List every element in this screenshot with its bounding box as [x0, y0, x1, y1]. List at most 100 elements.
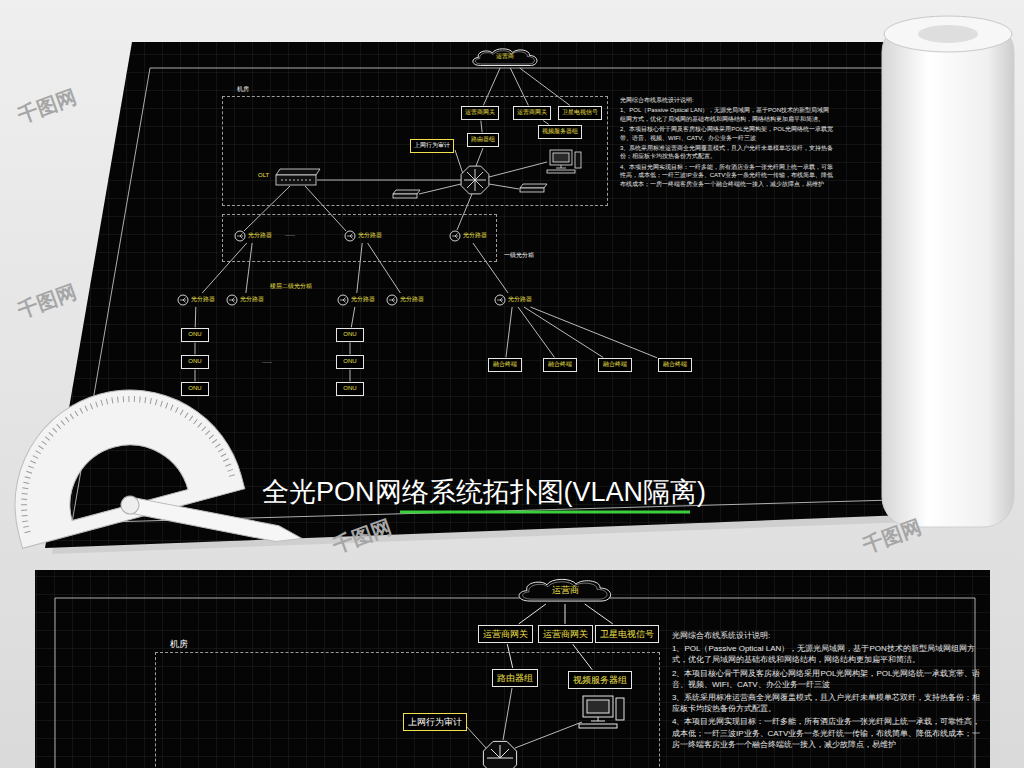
label-holder: 光网综合布线系统设计说明:: [620, 96, 835, 104]
label-holder: 4、本项目光网实现目标：一纤多能，所有酒店业务一张光纤网上统一承载，可靠性高，成…: [672, 716, 984, 750]
node-text: ONU: [341, 331, 359, 338]
design-note: 1、POL（Passive Optical LAN），无源光局域网，基于PON技…: [620, 106, 835, 123]
node-text: 视频服务器组: [573, 675, 627, 685]
cloud-shape: [473, 49, 537, 66]
signal-box: 卫星电视信号: [558, 106, 602, 119]
splitter-mark: [229, 298, 235, 303]
network-cloud: 运营商: [470, 47, 540, 67]
wire: [489, 184, 519, 189]
connector-line: [519, 604, 546, 624]
node-text: 光分路器: [358, 232, 382, 239]
label-holder: 3、系统采用标准运营商全光网覆盖模式，且入户光纤未单模单芯双纤，支持热备份；相应…: [672, 692, 984, 714]
splitter-circle: [227, 295, 237, 305]
design-note: 3、系统采用标准运营商全光网覆盖模式，且入户光纤未单模单芯双纤，支持热备份；相应…: [620, 144, 835, 161]
connector-line: [483, 68, 500, 105]
watermark: 千图网: [860, 514, 925, 557]
ellipsis-mark: ......: [262, 358, 272, 365]
paper-roll: [882, 22, 1014, 527]
splitter-circle: [345, 231, 355, 241]
node-text: 运营商网关: [517, 109, 547, 116]
connector-line: [195, 370, 196, 382]
terminal-box: 融合终端: [658, 358, 692, 371]
splitter-mark: [497, 298, 503, 303]
connector-line: [510, 68, 528, 105]
monitor-screen: [550, 150, 572, 165]
core-switch: [483, 741, 516, 768]
monitor-glass: [553, 153, 569, 162]
group-label: 楼层二级光分箱: [270, 283, 312, 290]
router-box: 路由器组: [467, 133, 499, 146]
wire: [455, 150, 463, 174]
connector-line: [481, 121, 482, 133]
gateway-box: 运营商网关: [478, 625, 533, 643]
connector-line: [507, 644, 512, 668]
label-holder: OLT: [258, 172, 269, 179]
node-text: 运营商: [496, 53, 514, 60]
label-holder: ......: [285, 231, 295, 238]
olt-switch-top: [276, 169, 320, 175]
olt-switch: [276, 169, 320, 185]
cloud-shape: [519, 579, 611, 601]
audit-box: 上网行为审计: [410, 139, 454, 152]
watermark: 千图网: [15, 279, 80, 322]
device-top: [520, 184, 547, 188]
wire: [305, 186, 346, 231]
monitor-screen: [583, 696, 613, 717]
connector-line: [195, 343, 196, 355]
region-heading: 机房: [170, 639, 188, 649]
connector-line: [202, 243, 247, 293]
roll-end: [884, 16, 1012, 52]
network-cloud: 运营商: [515, 577, 615, 603]
connector-line: [350, 343, 351, 355]
cloud-shape: [523, 582, 607, 599]
terminal-box: 融合终端: [598, 358, 632, 371]
monitor-stand: [556, 165, 566, 168]
room-region: 路由器组视频服务器组上网行为审计机房: [155, 652, 660, 768]
gateway-box: 运营商网关: [513, 106, 551, 119]
onu-box: ONU: [336, 382, 364, 395]
node-text: ONU: [186, 331, 204, 338]
node-text: ONU: [186, 385, 204, 392]
splitter-cabinet: 光分路器光分路器光分路器一级光分箱: [222, 214, 497, 262]
pc-tower: [575, 152, 581, 168]
splitter-node: 光分路器: [386, 294, 424, 306]
wire: [317, 180, 461, 181]
splitter-mark: [180, 298, 186, 303]
onu-box: ONU: [181, 355, 209, 368]
design-note: 3、系统采用标准运营商全光网覆盖模式，且入户光纤未单模单芯双纤，支持热备份；相应…: [672, 692, 984, 714]
server-box: 视频服务器组: [568, 671, 632, 689]
splitter-node: 光分路器: [494, 294, 532, 306]
label-holder: ......: [262, 358, 272, 365]
label-holder: 2、本项目核心骨干网及客房核心网络采用POL光网构架，POL光网络统一承载宽带、…: [620, 125, 835, 142]
splitter-circle: [495, 295, 505, 305]
signal-box: 卫星电视信号: [595, 625, 659, 643]
splitter-symbol: [226, 294, 238, 306]
splitter-node: 光分路器: [344, 230, 382, 242]
node-text: ONU: [341, 385, 359, 392]
connector-line: [565, 604, 566, 624]
node-text: 光分路器: [240, 296, 264, 303]
splitter-node: 光分路器: [226, 294, 264, 306]
terminal-box: 融合终端: [543, 358, 577, 371]
wire: [244, 186, 290, 231]
connector-line: [195, 307, 197, 327]
onu-box: ONU: [181, 382, 209, 395]
splitter-node: 光分路器: [337, 294, 375, 306]
node-text: 光分路器: [400, 296, 424, 303]
wiring: [244, 148, 582, 748]
splitter-symbol: [177, 294, 189, 306]
splitter-mark: [237, 234, 243, 239]
splitter-symbol: [494, 294, 506, 306]
small-device: [393, 184, 547, 198]
node-text: ONU: [186, 358, 204, 365]
connector-line: [573, 644, 593, 670]
design-note: 4、本项目光网实现目标：一纤多能，所有酒店业务一张光纤网上统一承载，可靠性高，成…: [672, 716, 984, 750]
splitter-circle: [450, 231, 460, 241]
node-text: 光分路器: [508, 296, 532, 303]
splitter-symbol: [234, 230, 246, 242]
drawing-sheet: [45, 42, 905, 548]
design-note: 光网综合布线系统设计说明:: [620, 96, 835, 104]
wire: [466, 726, 486, 748]
connector-line: [530, 307, 657, 358]
connector-line: [350, 370, 351, 382]
